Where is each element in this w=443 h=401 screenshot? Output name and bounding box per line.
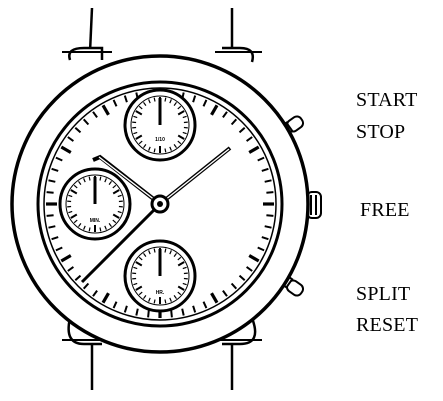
dial-tick [171, 310, 172, 317]
subdial-left-label: MIN. [90, 218, 101, 224]
stop-label: STOP [356, 120, 405, 144]
dial-tick [47, 192, 54, 193]
dial-tick [165, 98, 166, 102]
subdial-top: 1/10 [125, 90, 195, 160]
dial-tick [89, 177, 90, 181]
dial-tick [148, 310, 149, 317]
free-label: FREE [360, 198, 410, 222]
strap-top [90, 8, 232, 52]
subdial-left: MIN. [60, 169, 130, 239]
dial-tick [154, 149, 155, 153]
split-label: SPLIT [356, 282, 410, 306]
dial-tick [165, 300, 166, 304]
dial-tick [100, 177, 101, 181]
dial-tick [47, 215, 54, 216]
dial-tick [165, 149, 166, 153]
dial-tick [89, 228, 90, 232]
subdial-bottom: HR. [125, 241, 195, 311]
dial-tick [154, 249, 155, 253]
dial-tick [165, 249, 166, 253]
dial-tick [154, 98, 155, 102]
dial-tick [266, 192, 273, 193]
subdial-top-label: 1/10 [155, 137, 165, 143]
dial-tick [266, 215, 273, 216]
dial-tick [100, 228, 101, 232]
subdial-bottom-label: HR. [156, 290, 165, 296]
start-label: START [356, 88, 418, 112]
reset-label: RESET [356, 313, 418, 337]
dial-tick [154, 300, 155, 304]
